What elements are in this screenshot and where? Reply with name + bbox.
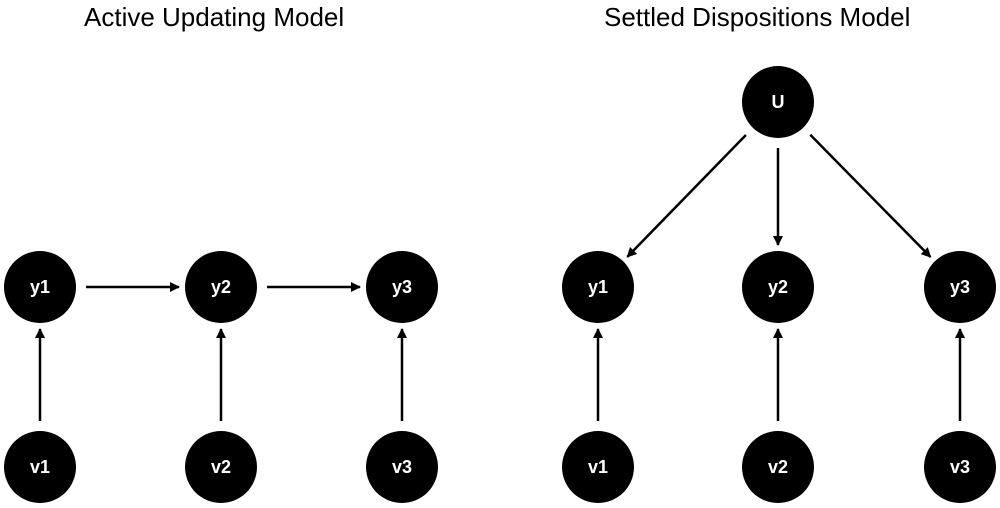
active-node-y3-circle	[366, 251, 438, 323]
active-node-v1: v1	[4, 431, 76, 503]
settled-node-u-circle	[742, 66, 814, 138]
active-node-v2-label: v2	[211, 457, 231, 477]
settled-node-v3-circle	[924, 431, 996, 503]
settled-node-v3-label: v3	[950, 457, 970, 477]
active-node-v1-label: v1	[30, 457, 50, 477]
settled-dispositions-model-title: Settled Dispositions Model	[604, 2, 911, 32]
settled-node-y1-label: y1	[588, 277, 608, 297]
settled-node-v2-circle	[742, 431, 814, 503]
settled-node-y3: y3	[924, 251, 996, 323]
edges	[35, 133, 965, 421]
settled-node-y2: y2	[742, 251, 814, 323]
active-node-y1: y1	[4, 251, 76, 323]
settled-node-v1: v1	[562, 431, 634, 503]
settled-node-v3: v3	[924, 431, 996, 503]
settled-node-v2: v2	[742, 431, 814, 503]
active-node-v3-label: v3	[392, 457, 412, 477]
active-node-y1-label: y1	[30, 277, 50, 297]
active-node-v1-circle	[4, 431, 76, 503]
active-node-y3: y3	[366, 251, 438, 323]
settled-edge-u-to-y1	[626, 134, 747, 258]
settled-node-y3-label: y3	[950, 277, 970, 297]
settled-node-v2-label: v2	[768, 457, 788, 477]
settled-node-u: U	[742, 66, 814, 138]
active-node-v2-circle	[185, 431, 257, 503]
active-node-v3-circle	[366, 431, 438, 503]
settled-node-u-label: U	[772, 92, 785, 112]
settled-node-y1: y1	[562, 251, 634, 323]
active-node-y2-label: y2	[211, 277, 231, 297]
nodes: y1 y2 y3 v1 v2 v3 Uy1 y2 y3 v1 v2 v3	[4, 66, 996, 503]
active-node-y1-circle	[4, 251, 76, 323]
settled-node-y1-circle	[562, 251, 634, 323]
active-node-y2-circle	[185, 251, 257, 323]
settled-node-y2-label: y2	[768, 277, 788, 297]
settled-node-v1-label: v1	[588, 457, 608, 477]
active-node-v3: v3	[366, 431, 438, 503]
settled-node-y2-circle	[742, 251, 814, 323]
settled-node-v1-circle	[562, 431, 634, 503]
settled-edge-u-to-y3	[809, 133, 932, 258]
active-updating-model-title: Active Updating Model	[84, 2, 345, 32]
active-node-y3-label: y3	[392, 277, 412, 297]
active-node-v2: v2	[185, 431, 257, 503]
active-node-y2: y2	[185, 251, 257, 323]
settled-node-y3-circle	[924, 251, 996, 323]
